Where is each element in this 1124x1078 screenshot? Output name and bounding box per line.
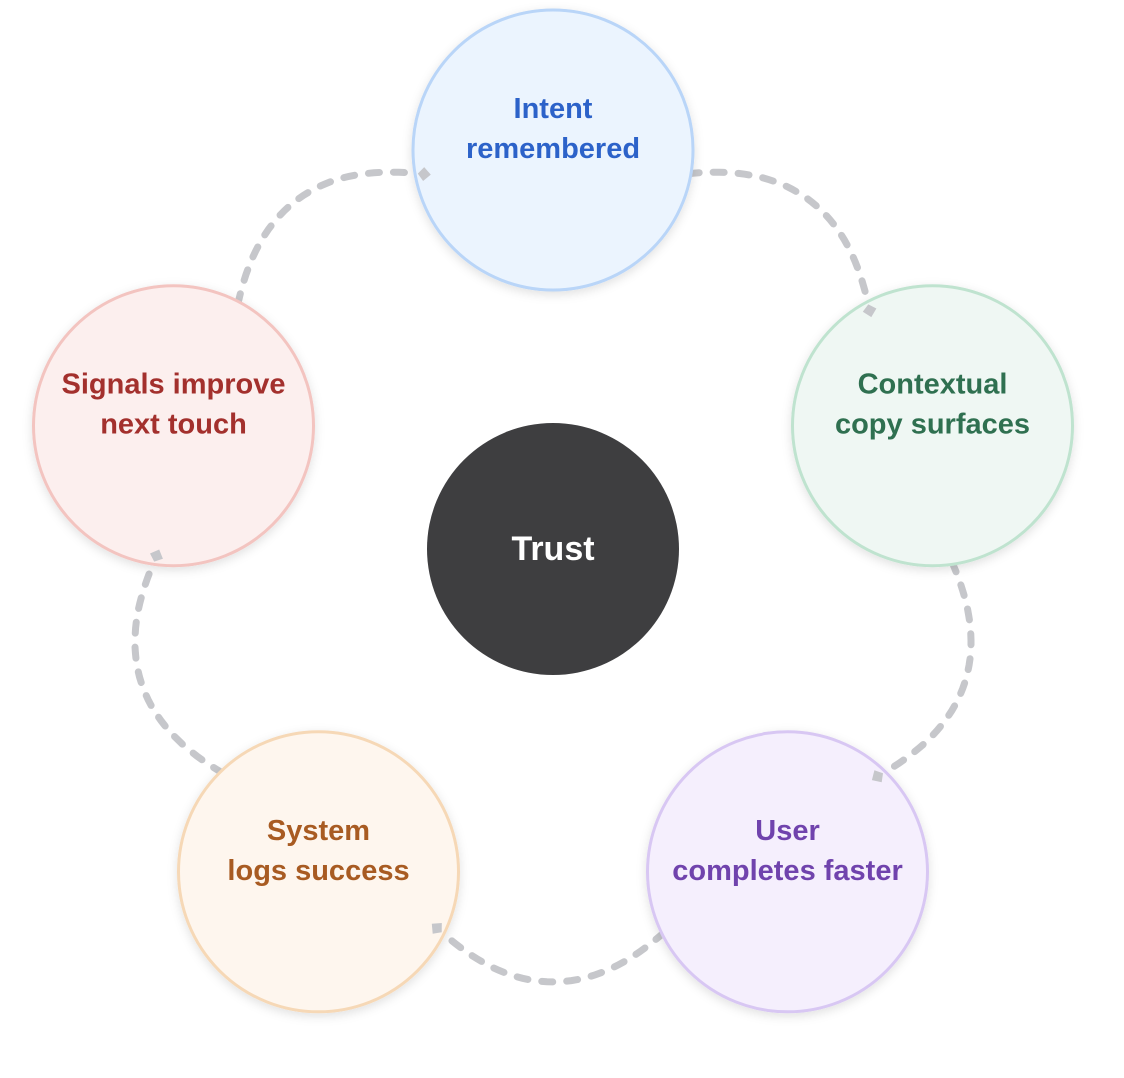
connector-intent-to-contextual xyxy=(684,168,872,308)
arrowheads xyxy=(150,167,883,934)
arrowhead-icon xyxy=(150,549,163,562)
center-label: Trust xyxy=(511,530,594,568)
center-circle xyxy=(427,423,679,675)
node-label-line: Signals improve xyxy=(61,369,285,401)
node-label-line: next touch xyxy=(100,409,247,441)
node-label: Intent remembered xyxy=(466,93,640,165)
arrowhead-icon xyxy=(871,770,883,783)
node-label-line: completes faster xyxy=(672,855,903,887)
node-user: User completes faster xyxy=(646,730,929,1014)
arrowhead-icon xyxy=(417,167,431,181)
node-label-line: User xyxy=(755,815,820,847)
connector-user-to-system xyxy=(438,928,668,986)
node-label-line: System xyxy=(267,815,370,847)
node-circle xyxy=(32,284,315,568)
node-label-line: remembered xyxy=(466,133,640,165)
arrowhead-icon xyxy=(862,304,877,318)
connector-contextual-to-user xyxy=(879,558,975,777)
connector-signals-to-intent xyxy=(234,168,422,308)
node-label: System logs success xyxy=(227,815,409,887)
node-signals: Signals improve next touch xyxy=(32,284,315,568)
node-circle xyxy=(177,730,460,1014)
center-hub: Trust xyxy=(427,423,679,675)
node-label-line: Contextual xyxy=(858,369,1008,401)
node-label: Contextual copy surfaces xyxy=(835,369,1030,441)
node-label: Signals improve next touch xyxy=(61,369,285,441)
node-circle xyxy=(646,730,929,1014)
node-label-line: logs success xyxy=(227,855,409,887)
connectors xyxy=(131,168,975,986)
node-label-line: Intent xyxy=(514,93,593,125)
node-contextual: Contextual copy surfaces xyxy=(791,284,1074,568)
node-circle xyxy=(411,8,695,292)
arrowhead-icon xyxy=(431,923,442,934)
node-label: User completes faster xyxy=(672,815,903,887)
node-intent: Intent remembered xyxy=(411,8,695,292)
node-system: System logs success xyxy=(177,730,460,1014)
node-circle xyxy=(791,284,1074,568)
connector-system-to-signals xyxy=(131,558,227,777)
node-label-line: copy surfaces xyxy=(835,409,1030,441)
